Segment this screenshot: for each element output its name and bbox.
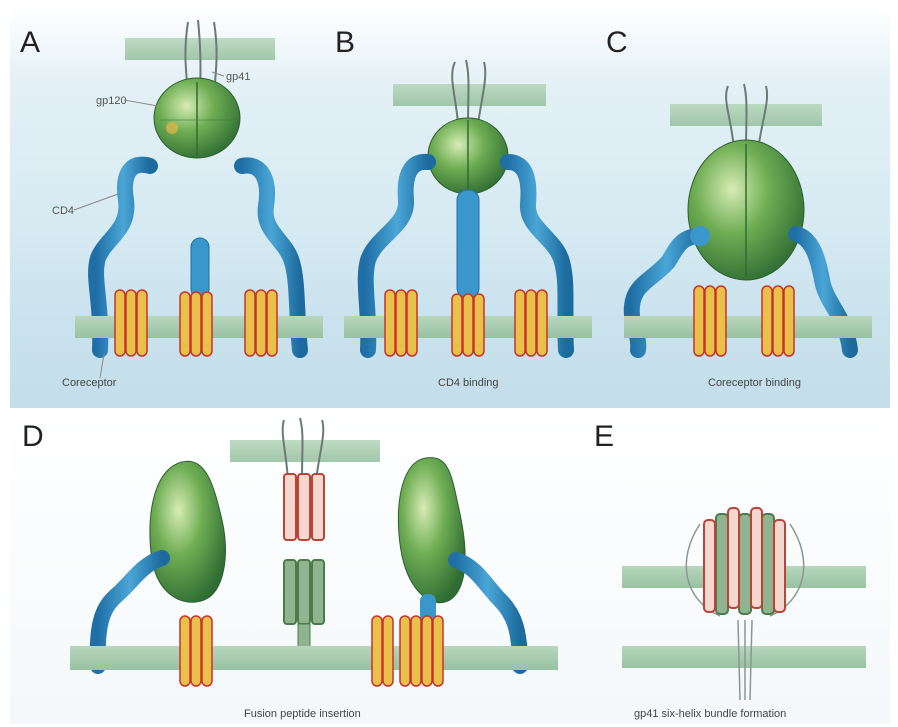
label-cd4: CD4 — [52, 205, 74, 217]
coreceptor-c-2 — [762, 286, 794, 356]
caption-b: CD4 binding — [438, 377, 499, 389]
panel-d-letter: D — [22, 420, 44, 453]
label-gp41: gp41 — [226, 71, 250, 83]
caption-e: gp41 six-helix bundle formation — [634, 708, 786, 720]
panel-e-letter: E — [594, 420, 614, 453]
panel-c-letter: C — [606, 26, 628, 59]
cd4-center-a — [191, 238, 209, 298]
coreceptor-c-1 — [694, 286, 726, 356]
label-gp120: gp120 — [96, 95, 127, 107]
cd4-center-b — [457, 190, 479, 298]
cell-membrane-d — [70, 646, 558, 670]
coreceptor-b-1 — [385, 290, 417, 356]
coreceptor-a-1 — [115, 290, 147, 356]
gp41-prehairpin-green — [284, 560, 324, 624]
cell-membrane-c — [624, 316, 872, 338]
panel-b-letter: B — [335, 26, 355, 59]
coreceptor-b-2 — [452, 294, 484, 356]
coreceptor-d-1 — [180, 616, 212, 686]
coreceptor-a-3 — [245, 290, 277, 356]
panel-a-letter: A — [20, 26, 40, 59]
gp41-prehairpin-red — [284, 474, 324, 540]
coreceptor-d-2 — [372, 616, 443, 686]
gp120-trimer-b — [428, 118, 508, 194]
coreceptor-a-2 — [180, 292, 212, 356]
coreceptor-b-3 — [515, 290, 547, 356]
gp120-trimer-c — [688, 140, 804, 280]
caption-c: Coreceptor binding — [708, 377, 801, 389]
gp120-trimer-a — [154, 78, 240, 158]
cd4-head-c — [690, 226, 710, 246]
six-helix-bundle-e — [704, 508, 785, 614]
caption-d: Fusion peptide insertion — [244, 708, 361, 720]
viral-membrane-d — [230, 440, 380, 462]
viral-membrane-b — [393, 84, 546, 106]
fusion-peptide-d — [298, 624, 310, 648]
caption-a: Coreceptor — [62, 377, 117, 389]
cell-membrane-e — [622, 646, 866, 668]
